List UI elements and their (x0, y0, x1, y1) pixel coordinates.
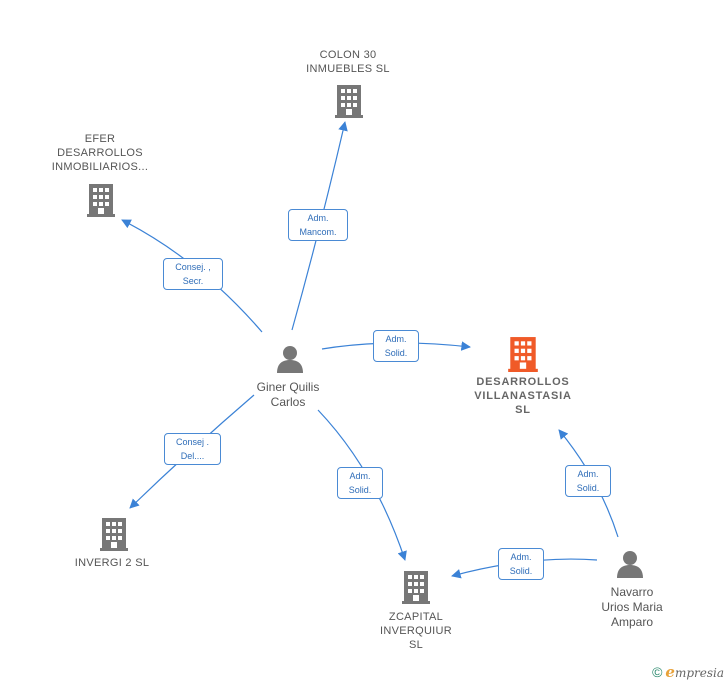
brand-footer: ©empresia (652, 663, 724, 681)
person-navarro-label[interactable]: Navarro Urios Maria Amparo (572, 585, 692, 630)
label-line: DESARROLLOS (476, 376, 570, 388)
copyright-icon: © (652, 664, 663, 680)
company-colon-label[interactable]: COLON 30 INMUEBLES SL (288, 48, 408, 76)
building-icon (402, 571, 430, 604)
logo-initial: e (665, 663, 675, 681)
edge-label-line: Consej . (175, 437, 210, 447)
edge-label-line: Solid. (509, 566, 533, 576)
label-line: Carlos (270, 395, 306, 409)
person-icon (277, 346, 303, 373)
edge-label-line: Adm. (577, 469, 599, 479)
building-icon (508, 337, 538, 372)
label-line: VILLANASTASIA (474, 390, 572, 402)
edge-label-line: Solid. (576, 483, 600, 493)
edge-label-line: Solid. (384, 348, 408, 358)
company-desarrollos-label[interactable]: DESARROLLOS VILLANASTASIA SL (458, 375, 588, 417)
label-line: COLON 30 (319, 49, 377, 61)
person-icon (617, 551, 643, 578)
edge-label-giner-colon[interactable]: Adm. Mancom. (288, 209, 348, 241)
building-icon (100, 518, 128, 551)
label-line: ZCAPITAL (388, 611, 444, 623)
building-icon (335, 85, 363, 118)
company-zcapital-label[interactable]: ZCAPITAL INVERQUIUR SL (356, 610, 476, 652)
building-icon (87, 184, 115, 217)
edge-label-navarro-desarrollos[interactable]: Adm. Solid. (565, 465, 611, 497)
label-line: SL (408, 639, 424, 651)
label-line: Navarro (610, 585, 654, 599)
edge-label-line: Adm. (349, 471, 371, 481)
label-line: EFER (84, 133, 116, 145)
label-line: Urios Maria (601, 600, 663, 614)
edge-label-giner-zcapital[interactable]: Adm. Solid. (337, 467, 383, 499)
edge-label-giner-invergi[interactable]: Consej . Del.... (164, 433, 221, 465)
empresia-logo: empresia (665, 663, 724, 681)
label-line: INVERQUIUR (379, 625, 453, 637)
edge-label-line: Adm. (385, 334, 407, 344)
edge-label-giner-desarrollos[interactable]: Adm. Solid. (373, 330, 419, 362)
edge-label-line: Secr. (182, 276, 204, 286)
edge-label-giner-efer[interactable]: Consej. , Secr. (163, 258, 223, 290)
logo-text: mpresia (674, 666, 724, 680)
edge-label-line: Adm. (510, 552, 532, 562)
label-line: INVERGI 2 SL (74, 557, 150, 569)
edge-label-line: Solid. (348, 485, 372, 495)
label-line: INMUEBLES SL (306, 63, 390, 75)
label-line: Giner Quilis (256, 380, 320, 394)
company-efer-label[interactable]: EFER DESARROLLOS INMOBILIARIOS... (40, 132, 160, 174)
label-line: INMOBILIARIOS... (51, 161, 149, 173)
company-invergi-label[interactable]: INVERGI 2 SL (52, 556, 172, 570)
person-giner-label[interactable]: Giner Quilis Carlos (228, 380, 348, 410)
label-line: DESARROLLOS (57, 147, 143, 159)
edge-label-navarro-zcapital[interactable]: Adm. Solid. (498, 548, 544, 580)
edge-label-line: Del.... (180, 451, 205, 461)
label-line: SL (515, 404, 531, 416)
edge-label-line: Consej. , (175, 262, 211, 272)
label-line: Amparo (610, 615, 654, 629)
edge-label-line: Adm. (307, 213, 329, 223)
edge-label-line: Mancom. (299, 227, 337, 237)
